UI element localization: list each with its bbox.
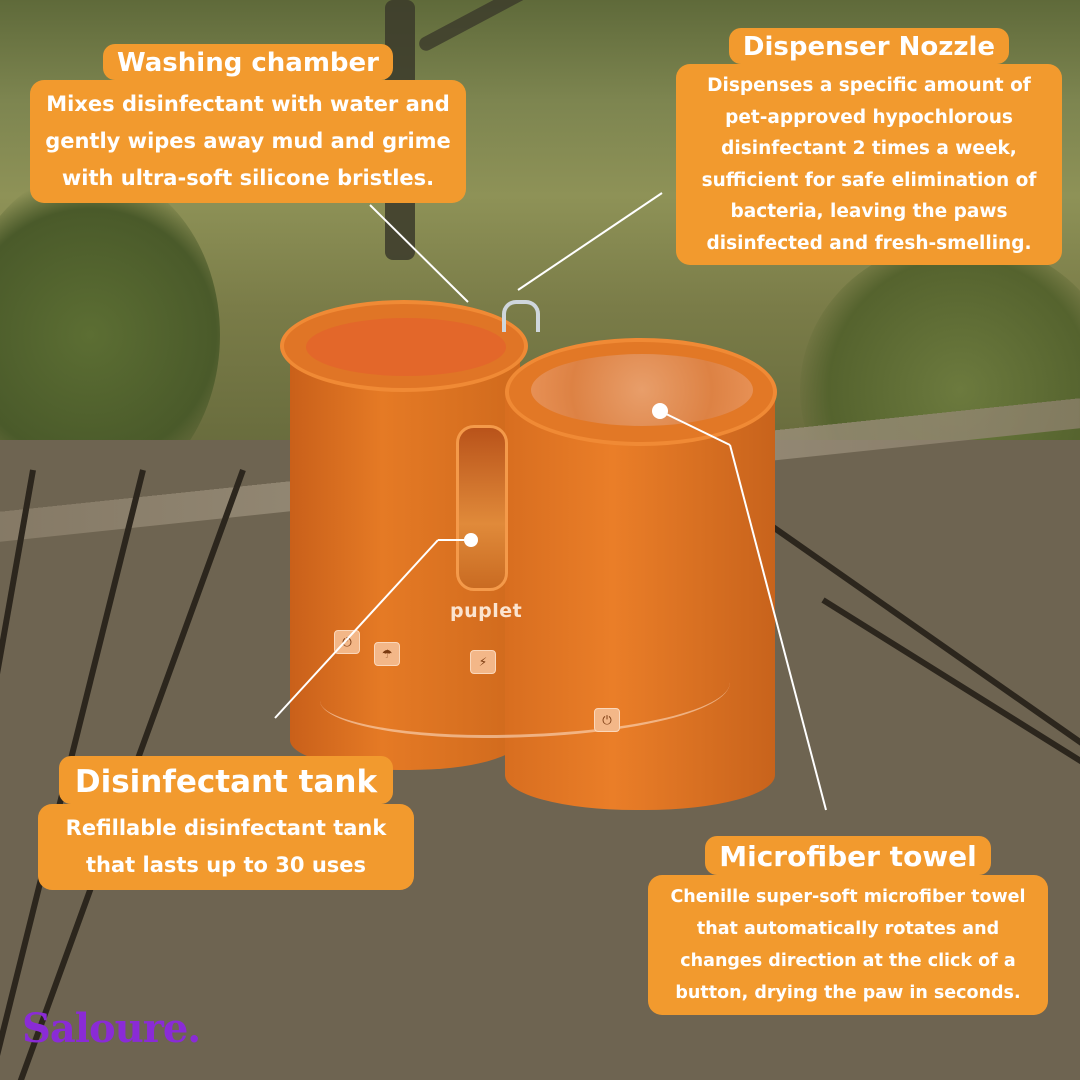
power-icon: ⏻ [342, 635, 352, 649]
dispenser-nozzle [502, 300, 540, 332]
dispense-button: ⚡ [470, 650, 496, 674]
callout-dispenser-nozzle: Dispenser Nozzle Dispenses a specific am… [676, 28, 1062, 265]
power-button-right: ⏻ [594, 708, 620, 732]
towel-chamber-opening [505, 338, 777, 446]
base-band [320, 645, 730, 738]
callout-microfiber-towel: Microfiber towel Chenille super-soft mic… [648, 836, 1048, 1015]
tank-window [456, 425, 508, 591]
wash-button: ☂ [374, 642, 400, 666]
callout-description: Dispenses a specific amount of pet-appro… [676, 64, 1062, 265]
callout-description: Refillable disinfectant tank that lasts … [38, 804, 414, 890]
callout-description: Chenille super-soft microfiber towel tha… [648, 875, 1048, 1015]
callout-washing-chamber: Washing chamber Mixes disinfectant with … [30, 44, 466, 203]
dispense-icon: ⚡ [478, 655, 488, 669]
callout-disinfectant-tank: Disinfectant tank Refillable disinfectan… [38, 756, 414, 890]
callout-title: Washing chamber [103, 44, 393, 80]
power-icon: ⏻ [602, 713, 612, 727]
brand-label: puplet [450, 600, 523, 622]
paw-washer-device: puplet ⏻ ☂ ⚡ ⏻ [280, 300, 780, 820]
callout-title: Dispenser Nozzle [728, 28, 1010, 64]
wash-icon: ☂ [381, 647, 393, 661]
callout-title: Microfiber towel [705, 836, 991, 875]
power-button: ⏻ [334, 630, 360, 654]
silicone-bristles [306, 318, 506, 376]
callout-title: Disinfectant tank [58, 756, 394, 804]
callout-description: Mixes disinfectant with water and gently… [30, 80, 466, 203]
microfiber-towel [531, 354, 753, 426]
saloure-logo: Saloure. [22, 1005, 201, 1052]
washing-chamber-opening [280, 300, 528, 392]
